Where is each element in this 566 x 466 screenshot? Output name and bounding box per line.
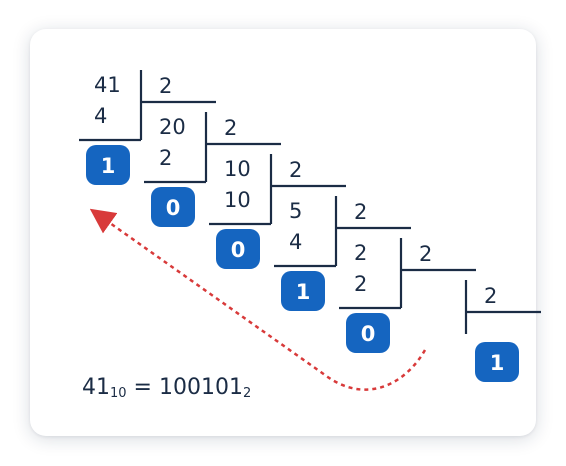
reading-direction-arrow <box>89 208 427 391</box>
remainder-badge <box>151 187 195 227</box>
dividend-label: 5 <box>289 199 302 223</box>
result-equals: = <box>133 375 152 400</box>
remainder-badge <box>475 342 519 382</box>
remainder-badge <box>281 271 325 311</box>
dividend-label: 2 <box>354 241 367 265</box>
result-decimal-base: 10 <box>110 386 127 401</box>
remainder-label: 0 <box>361 322 376 346</box>
product-label: 4 <box>94 104 107 128</box>
dividend-label: 41 <box>94 73 121 97</box>
product-label: 2 <box>354 272 367 296</box>
conversion-result: 4110 = 1001012 <box>82 375 252 401</box>
divisor-label: 2 <box>159 74 172 98</box>
remainder-label: 1 <box>490 351 505 375</box>
divisor-label: 2 <box>484 284 497 308</box>
remainder-badge <box>86 145 130 185</box>
remainder-badge <box>216 229 260 269</box>
remainder-label: 1 <box>296 280 311 304</box>
remainder-label: 1 <box>101 154 116 178</box>
result-binary: 100101 <box>158 375 243 400</box>
remainder-badge <box>346 313 390 353</box>
product-label: 2 <box>159 146 172 170</box>
divisor-label: 2 <box>419 242 432 266</box>
dividend-label: 10 <box>224 157 251 181</box>
product-label: 10 <box>224 188 251 212</box>
remainder-label: 0 <box>166 196 181 220</box>
divisor-label: 2 <box>354 200 367 224</box>
result-decimal: 41 <box>82 375 110 400</box>
product-label: 4 <box>289 230 302 254</box>
result-binary-base: 2 <box>242 386 252 401</box>
dividend-label: 20 <box>159 115 186 139</box>
remainder-label: 0 <box>231 238 246 262</box>
divisor-label: 2 <box>224 116 237 140</box>
divisor-label: 2 <box>289 158 302 182</box>
